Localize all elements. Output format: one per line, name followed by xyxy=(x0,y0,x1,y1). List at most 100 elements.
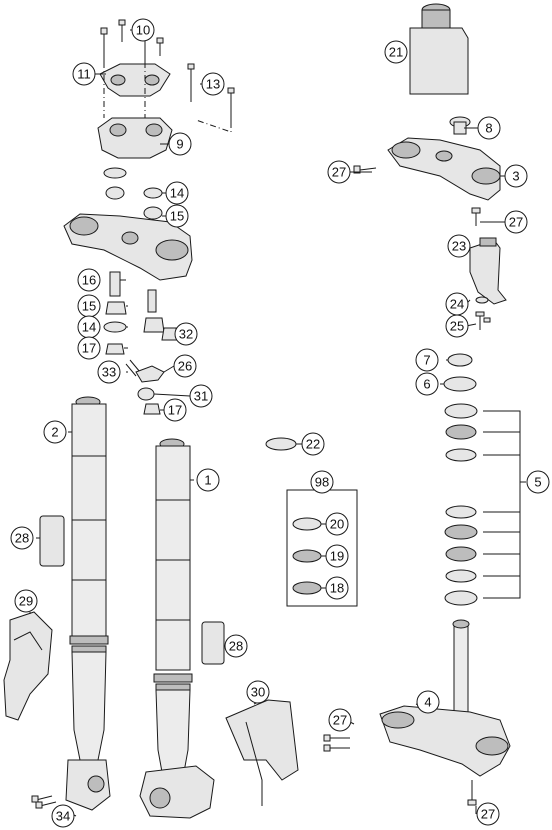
callout-2: 2 xyxy=(43,420,67,444)
svg-text:17: 17 xyxy=(168,403,182,418)
svg-text:8: 8 xyxy=(485,121,492,136)
callout-33: 33 xyxy=(97,360,121,384)
callout-16: 16 xyxy=(77,268,101,292)
upper-handlebar-clamp-11 xyxy=(99,63,171,97)
svg-text:27: 27 xyxy=(481,807,495,822)
washer-14 xyxy=(103,321,127,333)
spring-33 xyxy=(125,359,141,377)
callout-27-a: 27 xyxy=(327,160,351,184)
callout-9: 9 xyxy=(168,132,192,156)
svg-text:13: 13 xyxy=(206,77,220,92)
callout-19: 19 xyxy=(325,544,349,568)
callout-30: 30 xyxy=(246,680,270,704)
spacer-sleeve-16 xyxy=(109,271,157,313)
svg-text:29: 29 xyxy=(19,594,33,609)
washer-6 xyxy=(443,376,477,392)
screw-27c xyxy=(323,734,350,752)
svg-text:17: 17 xyxy=(82,341,96,356)
callout-1: 1 xyxy=(196,468,220,492)
svg-text:15: 15 xyxy=(170,209,184,224)
svg-text:10: 10 xyxy=(136,23,150,38)
callout-31: 31 xyxy=(189,384,213,408)
screw-25 xyxy=(475,311,491,330)
nut-17 xyxy=(105,343,125,355)
callout-28-a: 28 xyxy=(10,526,34,550)
nut-17b xyxy=(143,403,161,415)
o-ring-22 xyxy=(265,437,297,451)
fork-protector-29 xyxy=(3,611,53,721)
svg-text:33: 33 xyxy=(102,365,116,380)
callout-27-b: 27 xyxy=(504,210,528,234)
svg-text:15: 15 xyxy=(82,299,96,314)
bushing-15 xyxy=(105,301,165,333)
callout-11: 11 xyxy=(72,62,96,86)
svg-text:98: 98 xyxy=(315,475,329,490)
svg-text:16: 16 xyxy=(82,273,96,288)
svg-text:31: 31 xyxy=(194,389,208,404)
fork-guard-pad-28b xyxy=(201,621,225,665)
svg-text:27: 27 xyxy=(509,215,523,230)
callout-6: 6 xyxy=(415,372,439,396)
callout-34: 34 xyxy=(51,804,75,828)
fork-leg-1 xyxy=(139,438,215,819)
part-31 xyxy=(137,387,155,401)
callout-13: 13 xyxy=(201,72,225,96)
svg-text:28: 28 xyxy=(229,639,243,654)
svg-text:19: 19 xyxy=(330,549,344,564)
svg-text:34: 34 xyxy=(56,809,70,824)
upper-triple-clamp-left xyxy=(63,213,193,281)
callout-8: 8 xyxy=(477,116,501,140)
upper-triple-clamp-3 xyxy=(387,137,501,201)
fork-leg-2 xyxy=(65,396,111,811)
svg-text:4: 4 xyxy=(424,695,431,710)
bracket-26 xyxy=(135,365,165,383)
svg-text:22: 22 xyxy=(306,437,320,452)
callout-20: 20 xyxy=(325,512,349,536)
washer-24 xyxy=(475,296,489,304)
svg-text:21: 21 xyxy=(389,45,403,60)
svg-text:32: 32 xyxy=(179,327,193,342)
svg-text:25: 25 xyxy=(450,319,464,334)
svg-text:6: 6 xyxy=(423,377,430,392)
svg-text:5: 5 xyxy=(534,475,541,490)
seal-18 xyxy=(292,581,322,595)
callout-17-b: 17 xyxy=(163,398,187,422)
callout-10: 10 xyxy=(131,18,155,42)
callout-24: 24 xyxy=(445,292,469,316)
svg-text:14: 14 xyxy=(82,320,96,335)
callout-26: 26 xyxy=(173,354,197,378)
svg-text:23: 23 xyxy=(452,239,466,254)
callout-25: 25 xyxy=(445,314,469,338)
svg-text:20: 20 xyxy=(330,517,344,532)
fluid-bottle-21 xyxy=(409,3,469,95)
svg-text:1: 1 xyxy=(204,473,211,488)
callout-3: 3 xyxy=(504,164,528,188)
callout-32: 32 xyxy=(174,322,198,346)
bearing-set-5 xyxy=(444,403,521,606)
seal-19 xyxy=(292,549,322,563)
callout-22: 22 xyxy=(301,432,325,456)
svg-text:30: 30 xyxy=(251,685,265,700)
callout-15-b: 15 xyxy=(77,294,101,318)
callout-15-a: 15 xyxy=(165,204,189,228)
svg-text:27: 27 xyxy=(332,165,346,180)
fork-guard-pad-28a xyxy=(39,515,65,567)
callout-7: 7 xyxy=(415,348,439,372)
bolt-34 xyxy=(31,795,57,809)
bolt-8 xyxy=(449,116,471,135)
screw-27b xyxy=(471,207,481,226)
callout-98: 98 xyxy=(310,470,334,494)
screw-27a xyxy=(353,165,377,174)
fork-protector-30 xyxy=(225,699,299,806)
svg-text:11: 11 xyxy=(77,67,91,82)
svg-text:27: 27 xyxy=(333,713,347,728)
svg-text:7: 7 xyxy=(423,353,430,368)
svg-text:2: 2 xyxy=(51,425,58,440)
callout-4: 4 xyxy=(416,690,440,714)
callout-14-b: 14 xyxy=(77,315,101,339)
svg-text:3: 3 xyxy=(512,169,519,184)
bracket-23 xyxy=(469,237,507,305)
lower-handlebar-clamp-9 xyxy=(97,117,173,159)
